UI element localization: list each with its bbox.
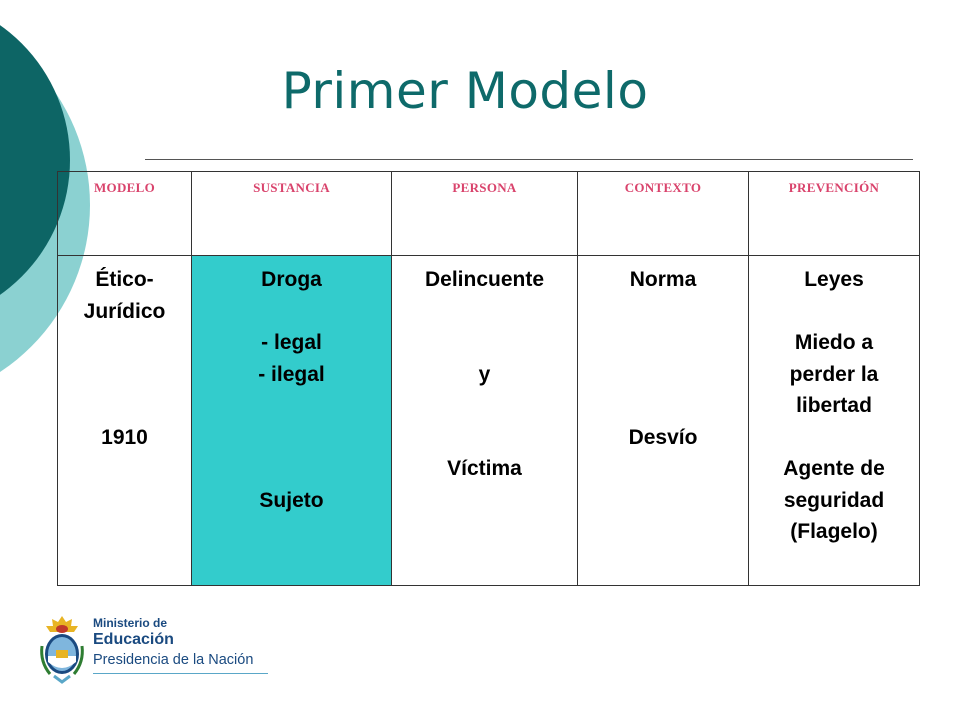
cell-line: - legal xyxy=(261,331,322,354)
cell-line xyxy=(582,327,744,359)
logo-presidency-line: Presidencia de la Nación xyxy=(93,649,268,674)
cell-line: Desvío xyxy=(628,425,698,449)
cell-line: Agente de xyxy=(783,457,885,480)
logo-ministry-line: Ministerio de xyxy=(93,616,168,630)
cell-line xyxy=(396,390,573,422)
cell-line xyxy=(62,327,187,359)
cell-persona: Delincuente y Víctima xyxy=(391,255,578,586)
header-modelo: MODELO xyxy=(57,171,192,256)
cell-line: Norma xyxy=(629,268,697,291)
cell-sustancia: Droga - legal - ilegal Sujeto xyxy=(191,255,392,586)
cell-line: Jurídico xyxy=(83,299,166,323)
cell-line: Delincuente xyxy=(424,268,545,291)
title-divider xyxy=(145,159,913,160)
cell-line: - ilegal xyxy=(258,362,325,386)
cell-line: seguridad xyxy=(783,488,885,512)
ministry-logo: Ministerio de Educación Presidencia de l… xyxy=(38,612,273,687)
header-sustancia: SUSTANCIA xyxy=(191,171,392,256)
model-table: MODELO SUSTANCIA PERSONA CONTEXTO PREVEN… xyxy=(57,171,920,586)
cell-line xyxy=(396,422,573,454)
cell-line: libertad xyxy=(796,394,872,417)
cell-line: Miedo a xyxy=(794,331,874,354)
logo-education-line: Educación xyxy=(93,631,174,648)
cell-line xyxy=(62,390,187,422)
coat-of-arms-icon xyxy=(40,616,84,684)
cell-prevencion: Leyes Miedo a perder la libertad Agente … xyxy=(748,255,920,586)
table-row: Ético- Jurídico 1910 Droga - legal - ile… xyxy=(57,255,920,586)
cell-contexto: Norma Desvío xyxy=(577,255,749,586)
cell-line xyxy=(396,327,573,359)
cell-line: Ético- xyxy=(95,268,154,291)
header-persona: PERSONA xyxy=(391,171,578,256)
cell-line xyxy=(582,359,744,391)
slide-title: Primer Modelo xyxy=(281,62,649,120)
cell-line xyxy=(753,422,915,454)
cell-line xyxy=(582,390,744,422)
cell-line: Sujeto xyxy=(259,488,324,512)
cell-line xyxy=(196,453,387,485)
cell-line: (Flagelo) xyxy=(790,520,878,543)
cell-line xyxy=(196,390,387,422)
cell-line: 1910 xyxy=(101,425,148,449)
cell-line: Leyes xyxy=(804,268,864,291)
cell-line: Víctima xyxy=(447,457,522,480)
cell-line: y xyxy=(478,362,491,386)
dark-circle-shape xyxy=(0,25,70,295)
cell-line xyxy=(396,296,573,328)
cell-line xyxy=(582,296,744,328)
cell-line xyxy=(62,359,187,391)
header-row: MODELO SUSTANCIA PERSONA CONTEXTO PREVEN… xyxy=(57,171,920,256)
cell-line: Droga xyxy=(261,268,322,291)
header-contexto: CONTEXTO xyxy=(577,171,749,256)
cell-line xyxy=(196,422,387,454)
cell-line: perder la xyxy=(789,362,879,386)
cell-modelo: Ético- Jurídico 1910 xyxy=(57,255,192,586)
header-prevencion: PREVENCIÓN xyxy=(748,171,920,256)
cell-line xyxy=(196,296,387,328)
cell-line xyxy=(753,296,915,328)
